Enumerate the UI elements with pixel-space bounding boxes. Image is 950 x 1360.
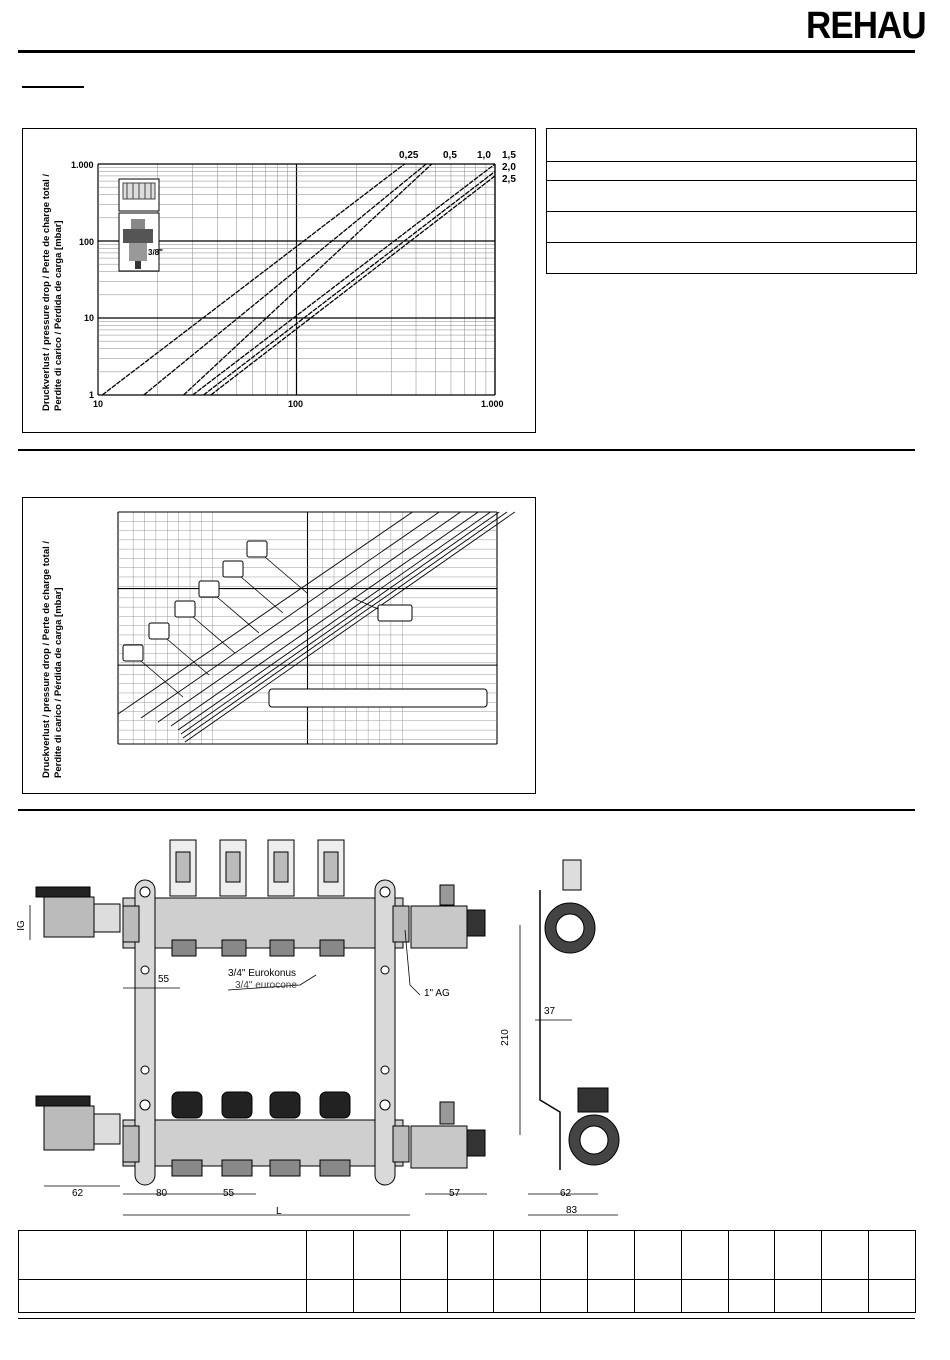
chart1-series-line-3	[192, 163, 496, 396]
dimension-table	[18, 1230, 916, 1313]
chart1-ytick-100: 100	[79, 237, 95, 247]
ball-valve-return-icon	[35, 1095, 121, 1151]
dim-62-left: 62	[72, 1188, 84, 1199]
chart2-callout-box	[198, 580, 220, 598]
section-rule-2	[18, 809, 915, 811]
section-marker	[22, 86, 84, 88]
chart2-callout-box	[246, 540, 268, 558]
rehau-logo: REHAU	[806, 5, 927, 47]
dim-55-top: 55	[158, 974, 170, 985]
chart1-curve-label-15: 1,5	[502, 150, 516, 161]
return-bar	[122, 1119, 404, 1167]
table-row	[18, 1230, 916, 1280]
chart2-callout-box	[122, 644, 144, 662]
chart2-series-line-5	[180, 511, 500, 735]
supply-bar	[122, 897, 404, 949]
chart1-curve-label-10: 1,0	[477, 150, 491, 161]
valve-cap-icon	[319, 1091, 351, 1177]
valve-head-icon	[118, 178, 160, 212]
table-row	[18, 1279, 916, 1313]
spec-row	[546, 161, 917, 181]
valve-cap-icon	[221, 1091, 253, 1177]
chart1-curve-label-05: 0,5	[443, 150, 457, 161]
chart2-series-line-6	[182, 511, 508, 739]
ig-label: IG	[15, 920, 27, 931]
chart2-callout-box	[222, 560, 244, 578]
chart2-callout-box	[174, 600, 196, 618]
chart1-frame: Druckverlust / pressure drop / Perte de …	[22, 128, 536, 433]
ball-valve-supply-icon	[35, 886, 121, 938]
chart2-callouts	[122, 540, 413, 698]
chart1-series-line-0	[101, 163, 405, 396]
manifold-drawing	[29, 839, 620, 1216]
chart1-ytick-1: 1	[89, 390, 95, 400]
section-rule-1	[18, 449, 915, 451]
chart1-curve-label-025: 0,25	[399, 150, 419, 161]
spec-row	[546, 211, 917, 243]
chart1-xtick-1000: 1.000	[481, 399, 504, 409]
side-view	[539, 859, 620, 1170]
chart2-series-line-4	[177, 511, 491, 731]
ag-label: 1" AG	[424, 988, 450, 999]
chart1-xtick-10: 10	[93, 399, 104, 409]
chart2-callout-box	[377, 604, 413, 622]
bracket-left	[134, 879, 156, 1186]
flow-meter-icon	[219, 839, 247, 957]
vent-valve-supply-icon	[410, 884, 486, 949]
dim-55-bottom: 55	[223, 1188, 235, 1199]
spec-row	[546, 128, 917, 162]
chart1-xtick-100: 100	[288, 399, 304, 409]
chart2-callout-box	[148, 622, 170, 640]
chart1-plot	[97, 163, 496, 396]
chart1-series-line-2	[183, 163, 433, 396]
chart1-series-line-5	[210, 175, 496, 396]
dim-80: 80	[156, 1188, 168, 1199]
valve-cap-icon	[269, 1091, 301, 1177]
valve-cap-icon	[171, 1091, 203, 1177]
spec-row	[546, 180, 917, 212]
dim-210: 210	[499, 1029, 511, 1046]
chart2-series-line-0	[117, 511, 413, 715]
spec-table	[546, 128, 917, 274]
flow-meter-icon	[169, 839, 197, 957]
chart1-curve-label-20: 2,0	[502, 162, 516, 173]
spec-row	[546, 242, 917, 274]
chart1-valve-label: 3/8"	[148, 248, 163, 257]
chart2-plot	[117, 511, 516, 745]
eurocone-label: 3/4" eurocone	[235, 980, 297, 991]
dim-57: 57	[449, 1188, 461, 1199]
dim-37: 37	[544, 1006, 556, 1017]
footer-rule	[18, 1318, 915, 1319]
vent-valve-return-icon	[410, 1101, 486, 1169]
chart1-ytick-10: 10	[84, 313, 95, 323]
valve-insert-icon	[118, 212, 160, 272]
dim-62-right: 62	[560, 1188, 572, 1199]
chart2-series-line-2	[157, 511, 461, 723]
chart1-ytick-1000: 1.000	[71, 160, 94, 170]
header-rule	[18, 50, 915, 53]
bracket-right	[374, 879, 396, 1186]
flow-meter-icon	[267, 839, 295, 957]
chart2-series-line-7	[184, 511, 516, 743]
chart1-curve-label-25: 2,5	[502, 174, 516, 185]
chart2-series-line-1	[140, 511, 440, 719]
chart2-frame: Druckverlust / pressure drop / Perte de …	[22, 497, 536, 794]
eurokonus-label: 3/4" Eurokonus	[228, 968, 297, 979]
chart1-series-line-1	[143, 163, 427, 396]
dim-83: 83	[566, 1205, 578, 1216]
flow-meter-icon	[317, 839, 345, 957]
chart1-series-line-4	[203, 170, 496, 396]
chart2-series-line-3	[170, 511, 479, 727]
chart2-legend-box	[268, 688, 488, 708]
dim-L: L	[276, 1206, 282, 1217]
